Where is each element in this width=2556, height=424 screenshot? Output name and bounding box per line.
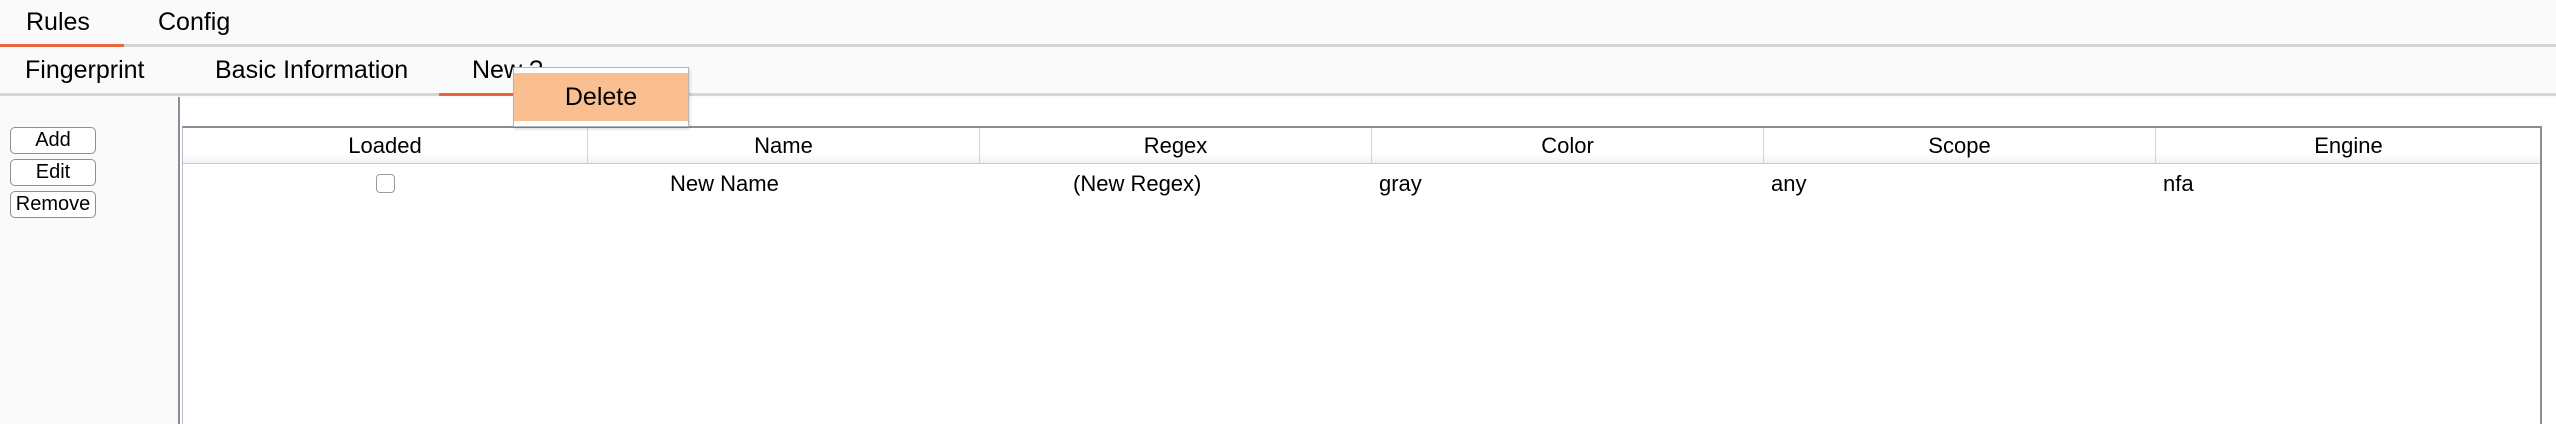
context-menu-popup: Delete — [513, 67, 689, 127]
column-header-loaded[interactable]: Loaded — [183, 128, 588, 163]
cell-regex: (New Regex) — [1073, 171, 1202, 196]
tab-basic-information[interactable]: Basic Information — [215, 56, 409, 84]
secondary-tab-bar: Fingerprint Basic Information New ? — [0, 47, 2556, 97]
tab-fingerprint[interactable]: Fingerprint — [25, 56, 145, 84]
cell-engine: nfa — [2163, 171, 2194, 196]
rule-actions-panel: Add Edit Remove — [0, 97, 180, 424]
secondary-tab-underline-track — [0, 93, 2556, 96]
context-menu-item-delete[interactable]: Delete — [514, 73, 688, 121]
column-header-regex[interactable]: Regex — [980, 128, 1372, 163]
column-header-engine[interactable]: Engine — [2314, 133, 2383, 158]
tab-rules[interactable]: Rules — [26, 8, 90, 36]
column-header-name[interactable]: Name — [588, 128, 980, 163]
tab-config[interactable]: Config — [158, 8, 231, 36]
cell-loaded[interactable] — [183, 164, 588, 204]
column-header-scope[interactable]: Scope — [1764, 128, 2156, 163]
cell-name: New Name — [670, 171, 779, 196]
cell-scope: any — [1771, 171, 1807, 196]
rules-table: Loaded Name Regex Color Scope Engine New… — [182, 126, 2542, 424]
primary-tab-active-indicator — [0, 44, 124, 47]
table-header-row: Loaded Name Regex Color Scope Engine — [183, 128, 2540, 164]
secondary-tab-active-indicator — [439, 93, 563, 96]
add-button[interactable]: Add — [10, 127, 96, 154]
column-header-color[interactable]: Color — [1372, 128, 1764, 163]
remove-button[interactable]: Remove — [10, 191, 96, 218]
loaded-checkbox[interactable] — [376, 174, 395, 194]
primary-tab-underline-track — [0, 44, 2556, 47]
primary-tab-bar: Rules Config — [0, 0, 2556, 47]
cell-color: gray — [1379, 171, 1422, 196]
table-row[interactable]: New Name (New Regex) gray any nfa — [183, 164, 2540, 204]
edit-button[interactable]: Edit — [10, 159, 96, 186]
table-body: New Name (New Regex) gray any nfa — [183, 164, 2540, 424]
